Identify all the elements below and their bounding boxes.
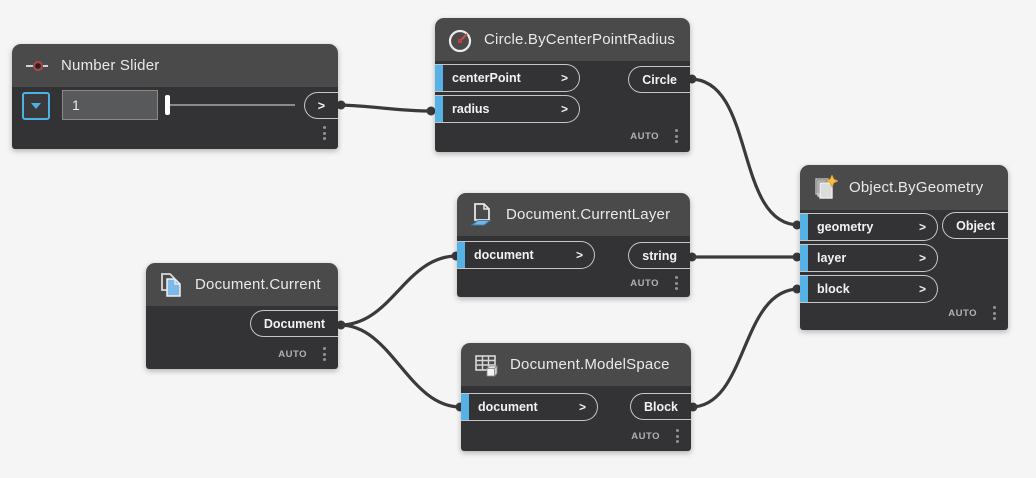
port-accent-bar <box>800 245 808 271</box>
node-title: Document.CurrentLayer <box>506 206 671 223</box>
circle-radius-icon <box>448 29 472 52</box>
lacing-badge: AUTO <box>630 277 659 289</box>
input-port-label: radius <box>452 102 490 116</box>
input-port-label: centerPoint <box>452 71 521 85</box>
node-body: document > Block AUTO <box>461 386 691 451</box>
input-port-centerpoint[interactable]: centerPoint > <box>435 64 580 92</box>
node-title: Document.Current <box>195 276 321 293</box>
input-port-label: layer <box>817 251 847 265</box>
node-document-modelspace[interactable]: Document.ModelSpace document > Block AUT… <box>461 343 691 451</box>
wire-circle-to-geometry[interactable] <box>689 77 800 227</box>
node-header-currentlayer[interactable]: Document.CurrentLayer <box>457 193 690 236</box>
node-header-modelspace[interactable]: Document.ModelSpace <box>461 343 691 386</box>
input-port-label: block <box>817 282 850 296</box>
port-accent-bar <box>800 214 808 240</box>
port-accent-bar <box>435 65 443 91</box>
node-menu-kebab-icon[interactable] <box>673 274 680 292</box>
output-port-block[interactable]: Block <box>629 393 691 420</box>
node-menu-kebab-icon[interactable] <box>321 345 328 363</box>
node-number-slider[interactable]: Number Slider > <box>12 44 338 149</box>
chevron-right-icon: > <box>918 251 926 265</box>
node-body: centerPoint > radius > Circle AUTO <box>435 61 690 152</box>
output-port-label: Object <box>956 218 995 233</box>
document-layer-icon <box>470 202 492 225</box>
wire-block-to-block[interactable] <box>690 287 800 409</box>
node-body: document > string AUTO <box>457 236 690 297</box>
node-circle-bycenterpointradius[interactable]: Circle.ByCenterPointRadius centerPoint >… <box>435 18 690 152</box>
node-menu-kebab-icon[interactable] <box>673 127 680 145</box>
table-cube-icon <box>475 354 498 377</box>
number-slider-icon <box>26 60 48 71</box>
slider-value-input[interactable] <box>62 90 158 120</box>
output-port-document[interactable]: Document <box>249 310 338 337</box>
node-object-bygeometry[interactable]: Object.ByGeometry geometry > layer > blo… <box>800 165 1008 330</box>
node-body: Document AUTO <box>146 306 338 369</box>
output-port-label: > <box>317 98 325 113</box>
caret-down-icon <box>31 103 41 109</box>
output-port-circle[interactable]: Circle <box>628 66 690 93</box>
node-title: Number Slider <box>61 57 160 74</box>
node-body: geometry > layer > block > Object AUTO <box>800 210 1008 330</box>
node-menu-kebab-icon[interactable] <box>321 124 328 142</box>
node-title: Circle.ByCenterPointRadius <box>484 31 676 48</box>
input-port-label: document <box>478 400 538 414</box>
output-port-object[interactable]: Object <box>942 212 1008 239</box>
input-port-layer[interactable]: layer > <box>800 244 938 272</box>
node-title: Document.ModelSpace <box>510 356 670 373</box>
output-port-label: Document <box>263 316 325 331</box>
chevron-right-icon: > <box>575 248 583 262</box>
lacing-badge: AUTO <box>630 130 659 142</box>
node-body: > <box>12 87 338 149</box>
wire-document-to-modelspace[interactable] <box>339 323 462 409</box>
port-accent-bar <box>457 242 465 268</box>
node-header-number-slider[interactable]: Number Slider <box>12 44 338 87</box>
port-accent-bar <box>435 96 443 122</box>
node-title: Object.ByGeometry <box>849 179 984 196</box>
wire-slider-to-radius[interactable] <box>338 103 433 113</box>
node-menu-kebab-icon[interactable] <box>674 427 681 445</box>
port-accent-bar <box>800 276 808 302</box>
port-accent-bar <box>461 394 469 420</box>
chevron-right-icon: > <box>560 71 568 85</box>
output-port-string[interactable]: string <box>628 242 690 269</box>
slider-track[interactable] <box>168 104 295 106</box>
slider-options-dropdown[interactable] <box>22 92 50 120</box>
input-port-block[interactable]: block > <box>800 275 938 303</box>
input-port-radius[interactable]: radius > <box>435 95 580 123</box>
lacing-badge: AUTO <box>278 348 307 360</box>
chevron-right-icon: > <box>578 400 586 414</box>
input-port-geometry[interactable]: geometry > <box>800 213 938 241</box>
input-port-label: document <box>474 248 534 262</box>
node-document-currentlayer[interactable]: Document.CurrentLayer document > string … <box>457 193 690 297</box>
input-port-document[interactable]: document > <box>461 393 598 421</box>
input-port-label: geometry <box>817 220 874 234</box>
pages-star-icon <box>815 174 838 199</box>
chevron-right-icon: > <box>560 102 568 116</box>
chevron-right-icon: > <box>918 220 926 234</box>
input-port-document[interactable]: document > <box>457 241 595 269</box>
node-header-bygeometry[interactable]: Object.ByGeometry <box>800 165 1008 210</box>
slider-handle[interactable] <box>165 95 170 115</box>
node-header-circle[interactable]: Circle.ByCenterPointRadius <box>435 18 690 61</box>
node-document-current[interactable]: Document.Current Document AUTO <box>146 263 338 369</box>
output-port-label: string <box>642 248 677 263</box>
node-header-document-current[interactable]: Document.Current <box>146 263 338 306</box>
node-menu-kebab-icon[interactable] <box>991 304 998 322</box>
wire-document-to-currentlayer[interactable] <box>339 254 458 327</box>
lacing-badge: AUTO <box>631 430 660 442</box>
lacing-badge: AUTO <box>948 307 977 319</box>
output-port-label: Circle <box>642 72 677 87</box>
chevron-right-icon: > <box>918 282 926 296</box>
documents-icon <box>161 272 181 297</box>
output-port-label: Block <box>643 399 678 414</box>
output-port-value[interactable]: > <box>303 92 338 119</box>
